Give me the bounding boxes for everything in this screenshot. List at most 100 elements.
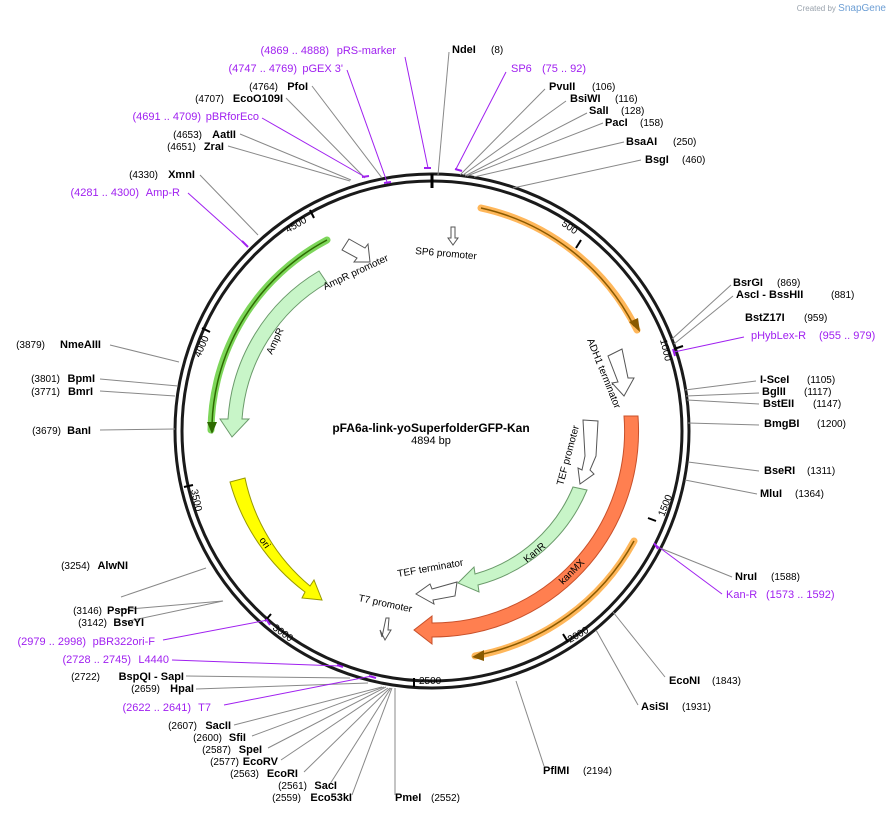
ampr-feature[interactable] <box>219 270 328 438</box>
site-hpai[interactable]: HpaI <box>170 683 194 695</box>
primer-pgex3-pos: (4747 .. 4769) <box>229 63 298 75</box>
site-alwni-pos: (3254) <box>61 561 90 572</box>
site-ecori[interactable]: EcoRI <box>267 768 298 780</box>
site-asisi[interactable]: AsiSI <box>641 701 669 713</box>
sp6-promoter-label: SP6 promoter <box>415 246 478 262</box>
site-ndei[interactable]: NdeI <box>452 44 476 56</box>
site-sacii-pos: (2607) <box>168 721 197 732</box>
primer-pbr322ori-f-pos: (2979 .. 2998) <box>18 636 87 648</box>
site-pmei-pos: (2552) <box>431 793 460 804</box>
primer-t7-pos: (2622 .. 2641) <box>123 702 192 714</box>
orange-outline-arc-bottom-arrow <box>472 650 484 661</box>
site-pflmi-pos: (2194) <box>583 766 612 777</box>
site-saci-pos: (2561) <box>278 781 307 792</box>
site-xmni[interactable]: XmnI <box>168 169 195 181</box>
site-bsteii-pos: (1147) <box>813 399 841 410</box>
site-bsiwi[interactable]: BsiWI <box>570 93 601 105</box>
site-bani[interactable]: BanI <box>67 425 91 437</box>
site-asci-bsshii[interactable]: AscI - BssHII <box>736 289 803 301</box>
adh1-terminator-feature[interactable] <box>607 348 635 397</box>
site-bsgi[interactable]: BsgI <box>645 154 669 166</box>
site-alwni[interactable]: AlwNI <box>97 560 128 572</box>
site-nmeaiii[interactable]: NmeAIII <box>60 339 101 351</box>
site-bpmi[interactable]: BpmI <box>68 373 96 385</box>
tick-500 <box>575 239 582 249</box>
site-pspfi-pos: (3146) <box>73 606 102 617</box>
primer-amp-r-pos: (4281 .. 4300) <box>71 187 140 199</box>
site-bglii[interactable]: BglII <box>762 386 786 398</box>
site-pspfi[interactable]: PspFI <box>107 605 137 617</box>
primer-pbr322ori-f[interactable]: pBR322ori-F <box>93 636 156 648</box>
site-bsaai[interactable]: BsaAI <box>626 136 657 148</box>
tick-label-1500: 1500 <box>657 493 676 518</box>
site-xmni-pos: (4330) <box>129 170 158 181</box>
site-eco53ki[interactable]: Eco53kI <box>310 792 352 804</box>
primer-pbrforeco[interactable]: pBRforEco <box>206 111 259 123</box>
primer-phyblex-r[interactable]: pHybLex-R <box>751 330 806 342</box>
site-ecorv[interactable]: EcoRV <box>243 756 279 768</box>
primer-t7[interactable]: T7 <box>198 702 211 714</box>
primer-l4440-pos: (2728 .. 2745) <box>63 654 132 666</box>
site-sacii[interactable]: SacII <box>205 720 231 732</box>
primer-l4440[interactable]: L4440 <box>138 654 169 666</box>
site-saci[interactable]: SacI <box>314 780 337 792</box>
tick-1000 <box>673 345 684 350</box>
site-mlui[interactable]: MluI <box>760 488 782 500</box>
site-pvuii[interactable]: PvuII <box>549 81 575 93</box>
t7-promoter-feature[interactable] <box>379 617 392 642</box>
site-aatii[interactable]: AatII <box>212 129 236 141</box>
primer-sp6[interactable]: SP6 <box>511 63 532 75</box>
site-i-scei[interactable]: I-SceI <box>760 374 789 386</box>
site-bseri[interactable]: BseRI <box>764 465 795 477</box>
site-pfoi[interactable]: PfoI <box>287 81 308 93</box>
site-pflmi[interactable]: PflMI <box>543 765 569 777</box>
primer-kan-r[interactable]: Kan-R <box>726 589 757 601</box>
site-bmgbi[interactable]: BmgBI <box>764 418 799 430</box>
kanr-feature[interactable] <box>457 486 588 593</box>
site-bsteii[interactable]: BstEII <box>763 398 794 410</box>
primer-prs-marker-pos: (4869 .. 4888) <box>261 45 330 57</box>
tick-3500 <box>183 484 194 488</box>
site-pmei[interactable]: PmeI <box>395 792 421 804</box>
site-bspqi-sapi[interactable]: BspQI - SapI <box>119 671 184 683</box>
tick-1500 <box>647 517 657 522</box>
primer-prs-marker[interactable]: pRS-marker <box>337 45 397 57</box>
site-nrui[interactable]: NruI <box>735 571 757 583</box>
site-bsaai-pos: (250) <box>673 137 696 148</box>
site-bpmi-pos: (3801) <box>31 374 60 385</box>
t7-promoter-label: T7 promoter <box>357 593 413 615</box>
site-econi[interactable]: EcoNI <box>669 675 700 687</box>
primer-pgex3[interactable]: pGEX 3' <box>302 63 343 75</box>
orange-outline-arc-bottom[interactable] <box>471 537 638 660</box>
site-bseri-pos: (1311) <box>807 466 835 477</box>
plasmid-size: 4894 bp <box>411 435 451 447</box>
site-bglii-pos: (1117) <box>804 387 831 398</box>
site-bstz17i-pos: (959) <box>804 313 827 324</box>
site-bseyi[interactable]: BseYI <box>113 617 144 629</box>
sp6-promoter-feature[interactable] <box>447 226 459 246</box>
kanmx-feature[interactable] <box>413 415 640 646</box>
site-ecoo109i[interactable]: EcoO109I <box>233 93 283 105</box>
site-sfii[interactable]: SfiI <box>229 732 246 744</box>
tick-label-2500: 2500 <box>419 676 442 687</box>
tef-terminator-feature[interactable] <box>415 581 458 605</box>
site-ndei-pos: (8) <box>491 45 503 56</box>
primer-amp-r[interactable]: Amp-R <box>146 187 180 199</box>
site-bmri[interactable]: BmrI <box>68 386 93 398</box>
site-spei[interactable]: SpeI <box>239 744 262 756</box>
tef-promoter-feature[interactable] <box>577 419 599 485</box>
site-bsrgi-pos: (869) <box>777 278 800 289</box>
ori-feature[interactable] <box>229 477 323 601</box>
ampr-promoter-feature[interactable] <box>341 238 371 263</box>
site-bsrgi[interactable]: BsrGI <box>733 277 763 289</box>
credit-prefix: Created by <box>796 4 836 13</box>
orange-outline-arc-top-arrow <box>629 318 640 332</box>
site-bstz17i[interactable]: BstZ17I <box>745 312 785 324</box>
primer-sp6-pos: (75 .. 92) <box>542 63 586 75</box>
site-zrai[interactable]: ZraI <box>204 141 224 153</box>
site-ecori-pos: (2563) <box>230 769 259 780</box>
site-paci[interactable]: PacI <box>605 117 628 129</box>
site-sali[interactable]: SalI <box>589 105 609 117</box>
site-ecoo109i-pos: (4707) <box>195 94 224 105</box>
